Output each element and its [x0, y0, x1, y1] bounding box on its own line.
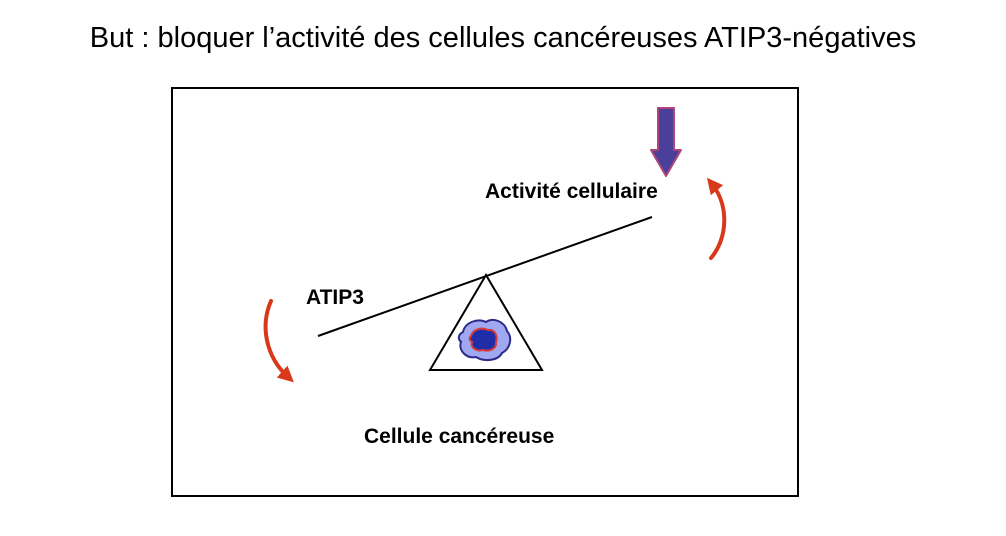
slide-title: But : bloquer l’activité des cellules ca… — [89, 22, 917, 54]
cancer-cell-label: Cellule cancéreuse — [364, 425, 555, 448]
curved-arrow-up-icon — [706, 177, 727, 260]
atip3-label: ATIP3 — [306, 286, 364, 309]
down-arrow-icon — [650, 107, 682, 177]
curved-arrow-down-icon — [263, 299, 294, 383]
cancer-cell-icon — [457, 319, 512, 362]
activity-label: Activité cellulaire — [485, 180, 658, 203]
diagram-frame — [171, 87, 799, 497]
